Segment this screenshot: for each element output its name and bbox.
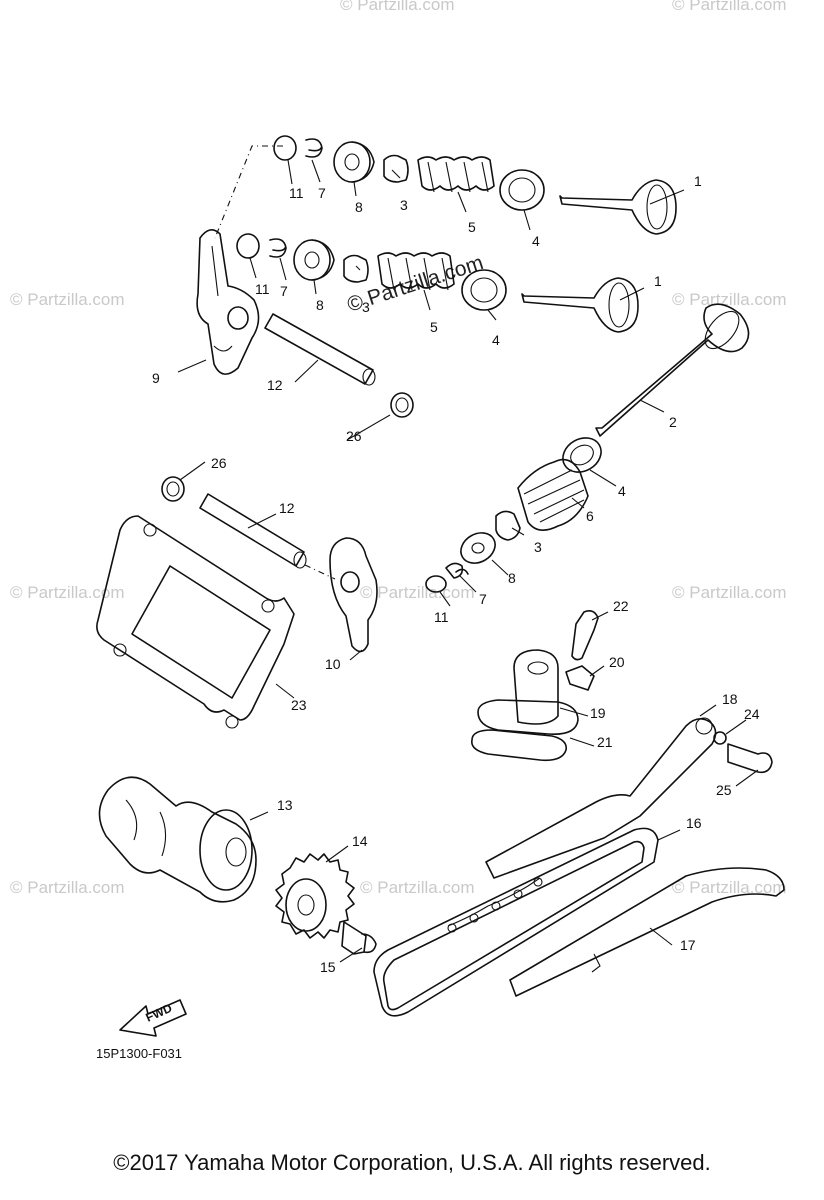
callout-7: 7 bbox=[479, 591, 487, 607]
cam-sprocket-14 bbox=[275, 853, 355, 939]
upper-valve-assembly bbox=[196, 135, 750, 437]
callout-24: 24 bbox=[744, 706, 760, 722]
watermark: © Partzilla.com bbox=[10, 583, 125, 602]
callout-14: 14 bbox=[352, 833, 368, 849]
callout-21: 21 bbox=[597, 734, 613, 750]
callout-7: 7 bbox=[280, 283, 288, 299]
callout-18: 18 bbox=[722, 691, 738, 707]
tensioner-clamp-20 bbox=[565, 665, 595, 691]
callout-25: 25 bbox=[716, 782, 732, 798]
valve-spring-5 bbox=[417, 156, 495, 191]
callout-1: 1 bbox=[694, 173, 702, 189]
valve-retainer-8 bbox=[293, 239, 331, 281]
intake-valve-1 bbox=[521, 277, 639, 333]
valve-cotter-7 bbox=[269, 238, 287, 258]
watermark: © Partzilla.com bbox=[672, 0, 787, 14]
watermark: © Partzilla.com bbox=[10, 878, 125, 897]
callout-26: 26 bbox=[346, 428, 362, 444]
valve-retainer-8 bbox=[333, 141, 371, 183]
rocker-arm-10 bbox=[329, 537, 378, 653]
camshaft-13 bbox=[98, 776, 257, 903]
valve-cotter-7 bbox=[445, 562, 469, 579]
callout-numbers: 1 1 2 3 3 3 4 4 4 5 5 6 7 7 7 8 8 8 9 10… bbox=[152, 173, 760, 975]
watermark: © Partzilla.com bbox=[672, 290, 787, 309]
valve-stem-seal-3 bbox=[343, 254, 369, 283]
tensioner-gasket-21 bbox=[471, 729, 568, 762]
valve-cotter-pin-11 bbox=[425, 575, 447, 593]
callout-5: 5 bbox=[468, 219, 476, 235]
valve-stem-seal-3 bbox=[383, 154, 409, 183]
callout-22: 22 bbox=[613, 598, 629, 614]
figure-code: 15P1300-F031 bbox=[96, 1046, 182, 1061]
valve-cotter-7 bbox=[305, 138, 323, 158]
watermark: © Partzilla.com bbox=[672, 878, 787, 897]
callout-19: 19 bbox=[590, 705, 606, 721]
callout-4: 4 bbox=[492, 332, 500, 348]
callout-13: 13 bbox=[277, 797, 293, 813]
callout-3: 3 bbox=[362, 299, 370, 315]
callout-12: 12 bbox=[267, 377, 283, 393]
valve-cotter-pin-11 bbox=[273, 135, 297, 161]
callout-4: 4 bbox=[532, 233, 540, 249]
o-ring-26 bbox=[390, 392, 414, 418]
chain-guide-17 bbox=[509, 867, 785, 997]
callout-1: 1 bbox=[654, 273, 662, 289]
callout-11: 11 bbox=[255, 281, 270, 297]
rocker-shaft-12 bbox=[264, 313, 374, 385]
callout-7: 7 bbox=[318, 185, 326, 201]
cam-chain-tensioner-19 bbox=[513, 649, 559, 725]
exhaust-valve-2 bbox=[595, 303, 750, 437]
callout-8: 8 bbox=[316, 297, 324, 313]
cam-chain-16 bbox=[373, 827, 659, 1017]
watermark: © Partzilla.com bbox=[360, 583, 475, 602]
tensioner-bolt-22 bbox=[571, 610, 599, 661]
callout-10: 10 bbox=[325, 656, 341, 672]
watermark: © Partzilla.com bbox=[360, 878, 475, 897]
spring-seat-4 bbox=[562, 437, 602, 473]
intake-valve-1 bbox=[559, 179, 677, 235]
fwd-arrow-icon bbox=[119, 999, 187, 1037]
middle-valve-assembly bbox=[96, 437, 602, 762]
cylinder-head-gasket-23 bbox=[96, 515, 295, 721]
rocker-arm-9 bbox=[196, 229, 260, 375]
guide-bolt-25 bbox=[727, 743, 773, 774]
watermark: © Partzilla.com bbox=[672, 583, 787, 602]
callout-5: 5 bbox=[430, 319, 438, 335]
valve-spring-5 bbox=[377, 252, 455, 289]
callout-8: 8 bbox=[355, 199, 363, 215]
callout-26: 26 bbox=[211, 455, 227, 471]
callout-8: 8 bbox=[508, 570, 516, 586]
copyright-notice: ©2017 Yamaha Motor Corporation, U.S.A. A… bbox=[113, 1150, 711, 1175]
callout-2: 2 bbox=[669, 414, 677, 430]
leader-lines bbox=[177, 159, 759, 963]
valve-spring-6 bbox=[517, 458, 589, 531]
callout-3: 3 bbox=[534, 539, 542, 555]
callout-20: 20 bbox=[609, 654, 625, 670]
o-ring-24 bbox=[713, 731, 727, 745]
sprocket-bolt-15 bbox=[341, 921, 377, 955]
spring-seat-4 bbox=[499, 169, 545, 211]
callout-6: 6 bbox=[586, 508, 594, 524]
watermark-layer: © Partzilla.com © Partzilla.com © Partzi… bbox=[10, 0, 787, 897]
callout-9: 9 bbox=[152, 370, 160, 386]
callout-12: 12 bbox=[279, 500, 295, 516]
lower-cam-assembly: FWD bbox=[98, 717, 785, 1037]
callout-23: 23 bbox=[291, 697, 307, 713]
o-ring-26 bbox=[161, 476, 185, 502]
rocker-shaft-12 bbox=[199, 493, 305, 567]
callout-4: 4 bbox=[618, 483, 626, 499]
callout-11: 11 bbox=[434, 609, 449, 625]
callout-11: 11 bbox=[289, 185, 304, 201]
spring-seat-4 bbox=[461, 269, 507, 311]
watermark: © Partzilla.com bbox=[10, 290, 125, 309]
callout-17: 17 bbox=[680, 937, 696, 953]
callout-15: 15 bbox=[320, 959, 336, 975]
valve-retainer-8 bbox=[460, 532, 496, 564]
watermark: © Partzilla.com bbox=[340, 0, 455, 14]
callout-3: 3 bbox=[400, 197, 408, 213]
valve-stem-seal-3 bbox=[495, 510, 521, 541]
valve-cotter-pin-11 bbox=[236, 233, 260, 259]
callout-16: 16 bbox=[686, 815, 702, 831]
